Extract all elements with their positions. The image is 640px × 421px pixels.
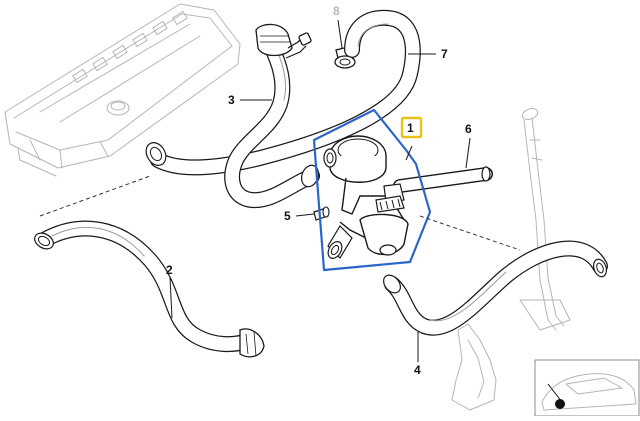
leader-lines: [169, 19, 471, 362]
hose-part-3: [224, 23, 320, 209]
valve-cover-ghost: [4, 3, 241, 177]
callout-5[interactable]: 5: [284, 209, 291, 223]
selection-outline-part-1: [312, 108, 432, 272]
clamp-part-8: [334, 47, 356, 69]
fold-line-right: [419, 215, 521, 251]
hose-part-2: [34, 220, 265, 358]
callout-3[interactable]: 3: [228, 93, 235, 107]
hose-part-4: [383, 240, 608, 336]
valve-part-1[interactable]: [323, 135, 409, 261]
callout-1[interactable]: 1: [407, 121, 414, 135]
vehicle-thumbnail: [534, 359, 640, 417]
hose-part-7: [145, 9, 421, 176]
callout-8[interactable]: 8: [333, 4, 340, 18]
fold-line-upper: [39, 175, 151, 217]
bolt-part-5: [313, 206, 330, 221]
pipe-part-6: [393, 166, 493, 193]
callout-2[interactable]: 2: [166, 263, 173, 277]
callout-1-highlight: [400, 116, 423, 139]
callout-6[interactable]: 6: [465, 122, 472, 136]
callout-7[interactable]: 7: [441, 47, 448, 61]
vehicle-marker-dot: [555, 399, 565, 409]
callout-4[interactable]: 4: [414, 363, 421, 377]
